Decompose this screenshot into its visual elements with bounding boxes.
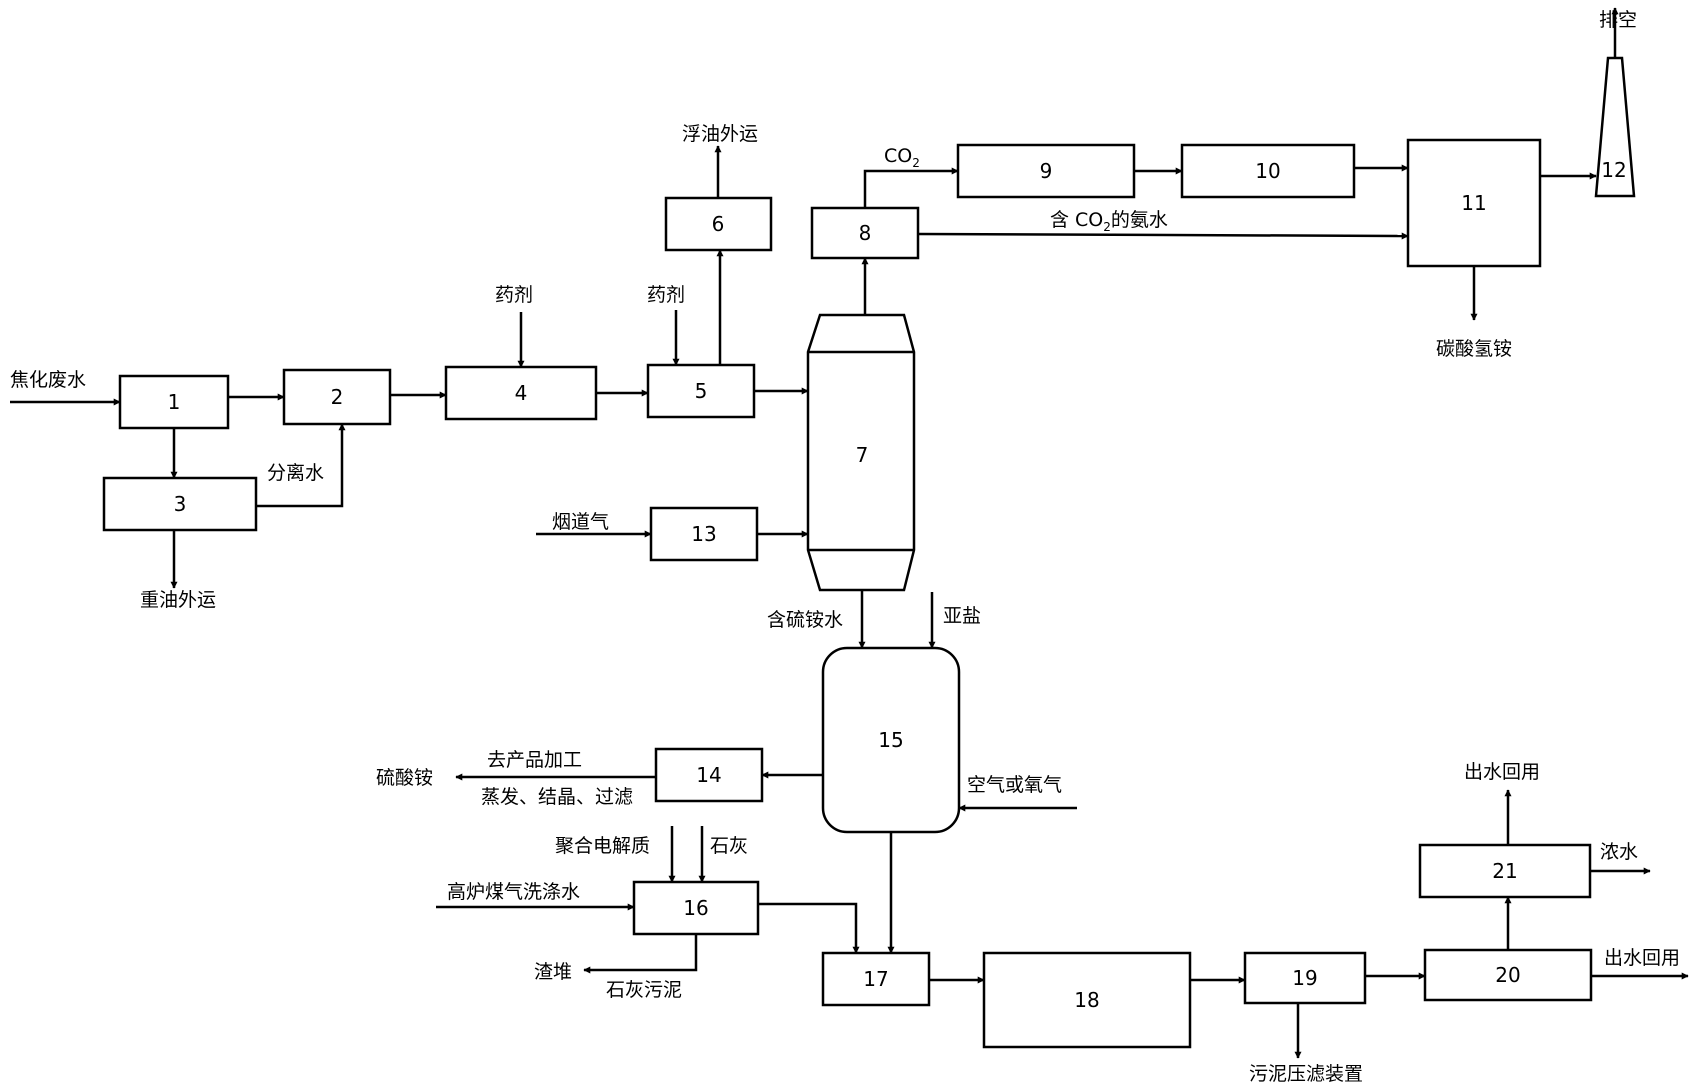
unit-14-label: 14 <box>696 763 721 787</box>
unit-17: 17 <box>821 951 931 1007</box>
unit-18-label: 18 <box>1074 988 1099 1012</box>
unit-3: 3 <box>102 476 258 532</box>
label-heavy-oil-out: 重油外运 <box>140 589 216 611</box>
unit-15-label: 15 <box>878 728 903 752</box>
label-effluent-reuse-top: 出水回用 <box>1464 761 1540 783</box>
unit-2: 2 <box>282 368 392 426</box>
label-reagent-5: 药剂 <box>647 284 685 306</box>
unit-12-label: 12 <box>1601 158 1626 182</box>
unit-16-label: 16 <box>683 896 708 920</box>
stream-labels: 焦化废水 分离水 重油外运 药剂 药剂 浮油外运 CO2 含 CO2的氨水 排空… <box>10 9 1680 1085</box>
unit-7-label: 7 <box>856 443 869 467</box>
label-evap-crystal-filter: 蒸发、结晶、过滤 <box>481 786 633 808</box>
label-flue-gas: 烟道气 <box>552 511 609 533</box>
label-to-product-processing: 去产品加工 <box>487 749 582 771</box>
unit-18: 18 <box>982 951 1192 1049</box>
flow-8-co2-to-9 <box>863 167 959 208</box>
unit-2-label: 2 <box>331 385 344 409</box>
label-coking-wastewater: 焦化废水 <box>10 369 86 391</box>
unit-20-label: 20 <box>1495 963 1520 987</box>
label-separated-water: 分离水 <box>267 462 324 484</box>
flow-8-ammonia-to-11 <box>917 232 1409 240</box>
unit-19: 19 <box>1243 951 1367 1005</box>
unit-10-label: 10 <box>1255 159 1280 183</box>
unit-9-label: 9 <box>1040 159 1053 183</box>
label-vent: 排空 <box>1599 9 1637 31</box>
unit-4: 4 <box>444 365 598 421</box>
unit-5: 5 <box>646 363 756 419</box>
label-co2: CO2 <box>884 145 920 170</box>
label-concentrate: 浓水 <box>1600 841 1638 863</box>
unit-16: 16 <box>632 880 760 936</box>
unit-15-vessel: 15 <box>821 646 961 834</box>
label-ammonium-sulfate: 硫酸铵 <box>376 767 433 789</box>
unit-6: 6 <box>664 196 773 252</box>
label-sludge-filter-press: 污泥压滤装置 <box>1249 1063 1363 1085</box>
unit-11: 11 <box>1406 138 1542 268</box>
unit-17-label: 17 <box>863 967 888 991</box>
unit-21-label: 21 <box>1492 859 1517 883</box>
unit-3-label: 3 <box>174 492 187 516</box>
flow-3-to-2 <box>256 423 346 508</box>
label-float-oil-out: 浮油外运 <box>682 123 758 145</box>
unit-12-stack: 12 <box>1594 56 1636 198</box>
label-air-or-oxygen: 空气或氧气 <box>967 774 1062 796</box>
label-sulfite-salt: 亚盐 <box>943 605 981 627</box>
label-bf-gas-wash-water: 高炉煤气洗涤水 <box>447 881 580 903</box>
unit-14: 14 <box>654 747 764 803</box>
label-polyelectrolyte: 聚合电解质 <box>555 835 650 857</box>
unit-7-tower: 7 <box>806 313 916 592</box>
unit-9: 9 <box>956 143 1136 199</box>
unit-4-label: 4 <box>515 381 528 405</box>
unit-13-label: 13 <box>691 522 716 546</box>
flow-16-to-17 <box>758 902 860 954</box>
unit-6-label: 6 <box>712 212 725 236</box>
label-slag-heap: 渣堆 <box>534 961 572 983</box>
label-sulfur-ammonium-water: 含硫铵水 <box>767 609 843 631</box>
flow-lines <box>10 7 1689 1059</box>
unit-1-label: 1 <box>168 390 181 414</box>
unit-10: 10 <box>1180 143 1356 199</box>
unit-21: 21 <box>1418 843 1592 899</box>
unit-8: 8 <box>810 206 920 260</box>
unit-19-label: 19 <box>1292 966 1317 990</box>
unit-11-label: 11 <box>1461 191 1486 215</box>
label-co2-ammonia-water: 含 CO2的氨水 <box>1050 209 1168 234</box>
label-ammonium-bicarbonate: 碳酸氢铵 <box>1436 338 1512 360</box>
unit-8-label: 8 <box>859 221 872 245</box>
unit-13: 13 <box>649 506 759 562</box>
label-effluent-reuse-right: 出水回用 <box>1604 947 1680 969</box>
unit-5-label: 5 <box>695 379 708 403</box>
flow-16-slag <box>583 934 698 974</box>
label-lime: 石灰 <box>710 835 748 857</box>
unit-20: 20 <box>1423 948 1593 1002</box>
unit-1: 1 <box>118 374 230 430</box>
label-lime-sludge: 石灰污泥 <box>606 979 682 1001</box>
label-reagent-4: 药剂 <box>495 284 533 306</box>
